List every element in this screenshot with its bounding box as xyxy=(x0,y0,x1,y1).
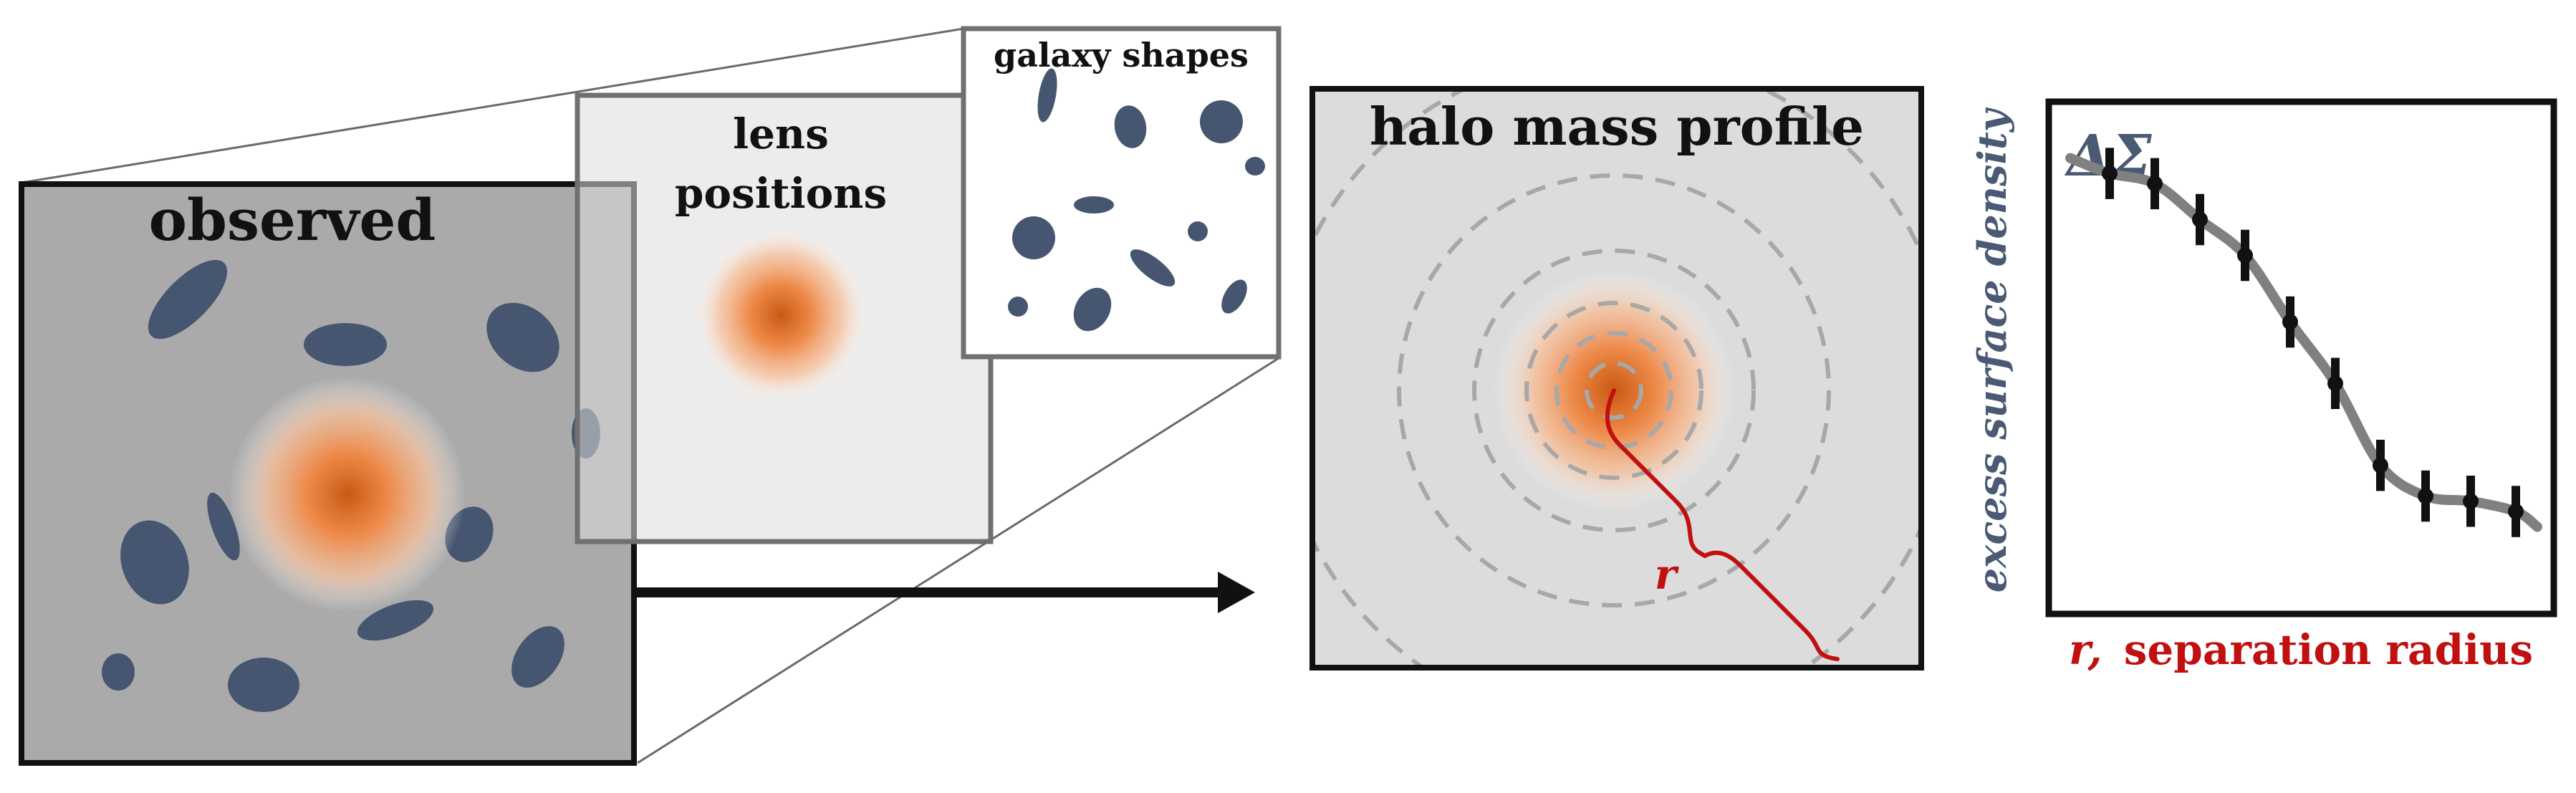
data-point xyxy=(2418,488,2433,504)
shapes-panel: galaxy shapes xyxy=(961,26,1282,360)
lens-panel: lens positions xyxy=(575,92,994,544)
plot-frame xyxy=(2045,98,2557,617)
halo-title: halo mass profile xyxy=(1370,96,1864,157)
lens-glow-positions xyxy=(691,226,870,405)
halo-panel: halo mass profile r xyxy=(1309,86,1924,671)
data-point xyxy=(2327,375,2343,392)
flow-arrow xyxy=(634,572,1255,613)
plot-xlabel: r, separation radius xyxy=(2069,625,2533,674)
galaxy-ellipses-shapes xyxy=(1008,68,1265,332)
data-point xyxy=(2282,314,2298,330)
plot-ylabel: excess surface density xyxy=(1969,107,2015,592)
data-point xyxy=(2463,493,2479,509)
radius-marker xyxy=(1605,388,1840,661)
data-point xyxy=(2102,165,2118,182)
halo-rings xyxy=(1312,89,1921,668)
plot-xlabel-text: separation radius xyxy=(2124,625,2533,674)
zoom-lines xyxy=(21,27,1279,764)
data-point xyxy=(2147,176,2163,192)
observed-title: observed xyxy=(149,186,436,254)
lens-glow-observed xyxy=(229,376,466,612)
lens-title-line1: lens xyxy=(733,110,829,158)
radius-label: r xyxy=(1655,550,1680,599)
shapes-title: galaxy shapes xyxy=(994,36,1249,75)
data-point xyxy=(2237,247,2253,264)
data-point xyxy=(2508,504,2524,519)
data-point xyxy=(2373,457,2388,474)
data-points xyxy=(2102,148,2524,537)
data-point xyxy=(2192,211,2208,228)
plot-xlabel-symbol: r, xyxy=(2069,625,2102,674)
observed-panel: observed xyxy=(19,181,637,766)
delta-sigma-plot: ΔΣ excess surface density r, separation … xyxy=(1969,98,2557,674)
lens-title-line2: positions xyxy=(675,169,887,218)
halo-panel-frame xyxy=(1309,86,1924,671)
